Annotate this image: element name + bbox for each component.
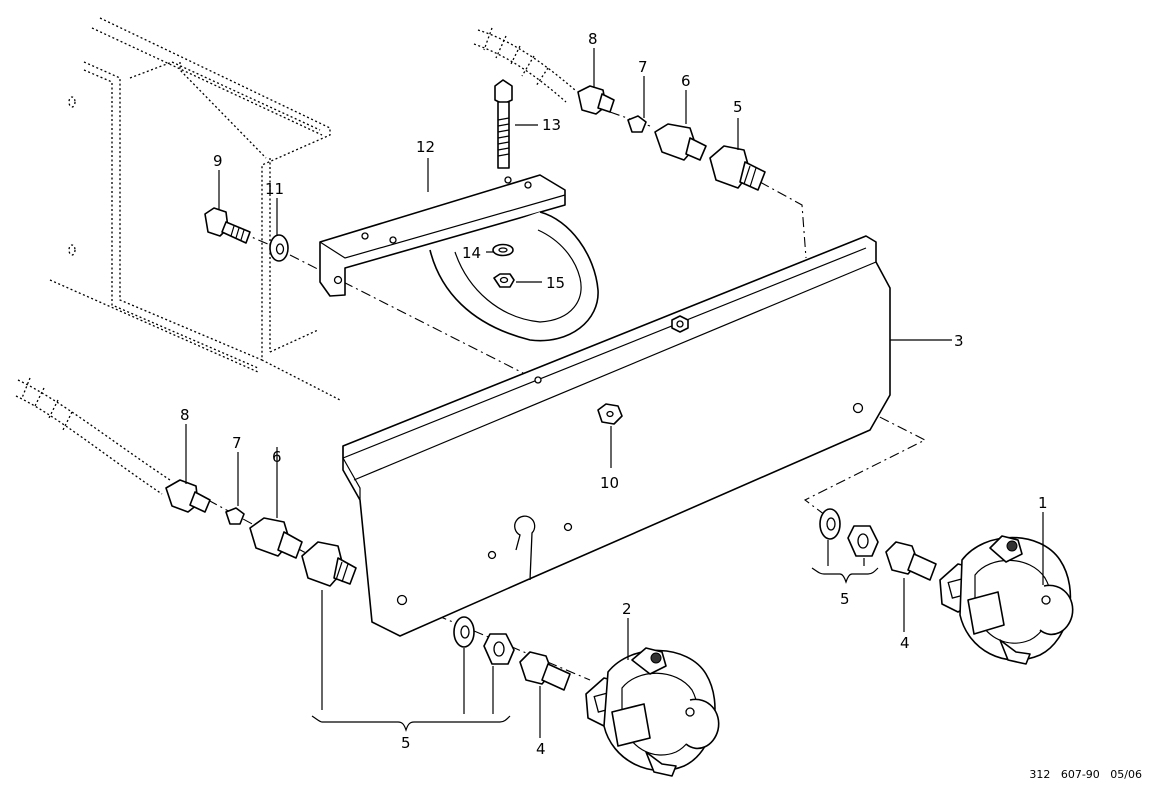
washer-5-lower <box>453 616 475 648</box>
coupling-head-1 <box>939 535 1074 665</box>
bolt-13 <box>494 79 513 169</box>
coupling-head-2 <box>585 647 720 777</box>
fitting-5-lower <box>301 541 357 587</box>
label-7-upper: 7 <box>638 58 648 76</box>
fitting-7-lower <box>225 507 245 525</box>
mounting-bracket-12 <box>319 174 599 342</box>
fitting-7-upper <box>627 115 647 133</box>
label-5-upper: 5 <box>733 98 743 116</box>
frame-member <box>49 17 341 401</box>
lower-hose <box>15 377 171 495</box>
adapter-4-lower <box>519 651 571 691</box>
washer-5-right <box>819 508 841 540</box>
nut-10 <box>597 403 623 425</box>
label-8-lower: 8 <box>180 406 190 424</box>
bolt-9 <box>204 207 251 244</box>
label-5-lower: 5 <box>401 734 411 752</box>
bracket-plate <box>342 235 891 637</box>
label-3: 3 <box>954 332 964 350</box>
nut-15 <box>493 273 515 288</box>
label-4-right: 4 <box>900 634 910 652</box>
label-6-upper: 6 <box>681 72 691 90</box>
label-11: 11 <box>265 180 284 198</box>
label-13: 13 <box>542 116 561 134</box>
label-7-lower: 7 <box>232 434 242 452</box>
label-8-upper: 8 <box>588 30 598 48</box>
fitting-6-upper <box>654 123 707 161</box>
label-6-lower: 6 <box>272 448 282 466</box>
fitting-5-upper <box>709 145 766 191</box>
nut-5-right <box>847 525 879 557</box>
fitting-6-lower <box>249 517 303 559</box>
label-14: 14 <box>462 244 481 262</box>
washer-14 <box>492 243 514 257</box>
washer-11 <box>269 234 289 262</box>
label-1: 1 <box>1038 494 1048 512</box>
leader-lines <box>185 48 1044 738</box>
label-10: 10 <box>600 474 619 492</box>
nut-5-lower <box>483 633 515 665</box>
label-2: 2 <box>622 600 632 618</box>
label-9: 9 <box>213 152 223 170</box>
fitting-8-lower <box>165 479 211 513</box>
label-5-right: 5 <box>840 590 850 608</box>
label-15: 15 <box>546 274 565 292</box>
label-4-lower: 4 <box>536 740 546 758</box>
reference-code: 312 607-90 05/06 <box>1029 768 1142 781</box>
adapter-4-right <box>885 541 937 581</box>
label-12: 12 <box>416 138 435 156</box>
fitting-8-upper <box>577 85 615 115</box>
upper-hose <box>473 27 576 103</box>
part-labels: 1 2 3 4 4 5 5 5 6 6 7 7 8 8 9 10 11 12 1… <box>180 30 1048 758</box>
